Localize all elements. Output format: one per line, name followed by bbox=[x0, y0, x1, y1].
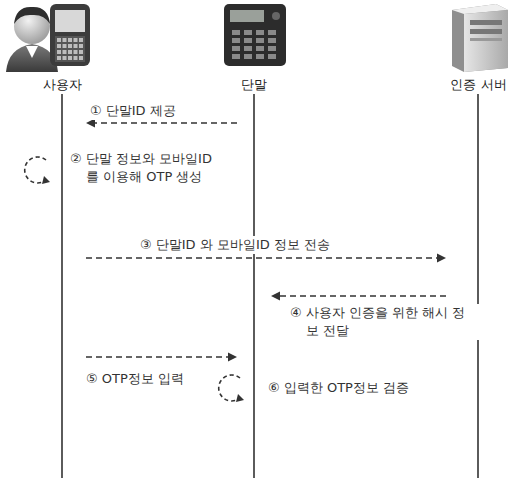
step-note: ⑥ 입력한 OTP정보 검증 bbox=[266, 379, 411, 397]
key bbox=[63, 38, 67, 42]
server-icon bbox=[452, 4, 508, 72]
key bbox=[256, 38, 264, 43]
key bbox=[63, 50, 67, 54]
key bbox=[68, 38, 72, 42]
key bbox=[57, 56, 61, 60]
key bbox=[244, 38, 252, 43]
key bbox=[232, 46, 240, 51]
key bbox=[63, 56, 67, 60]
key bbox=[57, 50, 61, 54]
participant-name: 단말 bbox=[241, 77, 267, 93]
key bbox=[244, 46, 252, 51]
self-loop-head bbox=[42, 176, 244, 402]
key bbox=[74, 44, 78, 48]
participant-name: 사용자 bbox=[43, 77, 82, 93]
key bbox=[232, 38, 240, 43]
key bbox=[268, 38, 276, 43]
key bbox=[74, 50, 78, 54]
terminal-icon bbox=[224, 4, 286, 66]
message-arrow bbox=[271, 292, 446, 301]
key bbox=[68, 44, 72, 48]
key bbox=[74, 56, 78, 60]
participant-name: 인증 서버 bbox=[450, 77, 506, 93]
message-label: ⑤ OTP정보 입력 bbox=[84, 370, 186, 388]
key bbox=[232, 54, 240, 59]
key bbox=[232, 30, 240, 35]
message-arrow bbox=[86, 254, 446, 263]
step-note: ② 단말 정보와 모바일ID를 이용해 OTP 생성 bbox=[68, 150, 220, 186]
key bbox=[268, 54, 276, 59]
message-label: ① 단말ID 제공 bbox=[88, 102, 178, 120]
self-loop bbox=[25, 157, 240, 401]
key bbox=[244, 54, 252, 59]
key bbox=[74, 38, 78, 42]
participant: 단말 bbox=[237, 74, 271, 478]
lifeline bbox=[62, 94, 478, 478]
key bbox=[244, 30, 252, 35]
key bbox=[68, 50, 72, 54]
participant: 사용자 bbox=[39, 74, 86, 478]
key bbox=[57, 38, 61, 42]
phone-icon bbox=[50, 4, 90, 66]
key bbox=[57, 44, 61, 48]
key bbox=[63, 44, 67, 48]
key bbox=[268, 46, 276, 51]
message-arrow bbox=[86, 353, 237, 362]
key bbox=[256, 30, 264, 35]
key bbox=[68, 56, 72, 60]
participant: 인증 서버 bbox=[446, 74, 511, 478]
key bbox=[79, 50, 83, 54]
key bbox=[256, 46, 264, 51]
key bbox=[79, 56, 83, 60]
message-label: ④ 사용자 인증을 위한 해시 정보 전달 bbox=[288, 304, 480, 340]
key bbox=[256, 54, 264, 59]
key bbox=[268, 30, 276, 35]
key bbox=[79, 44, 83, 48]
key bbox=[79, 38, 83, 42]
message-label: ③ 단말ID 와 모바일ID 정보 전송 bbox=[138, 236, 332, 254]
